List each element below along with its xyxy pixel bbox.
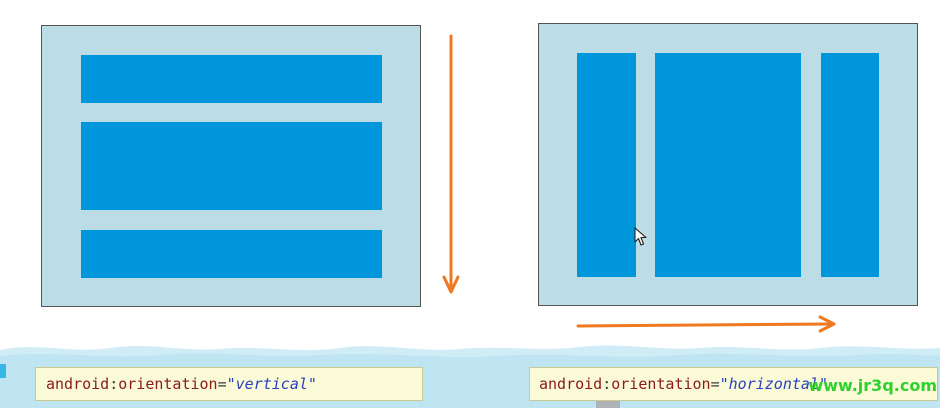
- code-namespace: android: [539, 375, 603, 393]
- horizontal-child-1: [577, 53, 636, 277]
- code-separator: :: [109, 375, 119, 393]
- vertical-child-1: [81, 55, 382, 103]
- horizontal-orientation-code: android:orientation="horizontal": [529, 367, 938, 401]
- code-attribute: orientation: [611, 375, 711, 393]
- code-equals: =: [710, 375, 720, 393]
- horizontal-child-3: [821, 53, 879, 277]
- code-attribute: orientation: [118, 375, 218, 393]
- mouse-cursor-icon: [634, 227, 647, 246]
- code-equals: =: [217, 375, 227, 393]
- vertical-child-3: [81, 230, 382, 278]
- vertical-orientation-code: android:orientation="vertical": [35, 367, 423, 401]
- down-arrow-icon: [442, 34, 460, 294]
- code-value: "horizontal": [719, 375, 828, 393]
- code-separator: :: [602, 375, 612, 393]
- code-value: "vertical": [226, 375, 317, 393]
- vertical-child-2: [81, 122, 382, 210]
- horizontal-child-2: [655, 53, 801, 277]
- watermark-text: www.jr3q.com: [808, 376, 937, 395]
- code-namespace: android: [46, 375, 110, 393]
- right-arrow-icon: [576, 315, 836, 333]
- horizontal-layout-panel: [538, 23, 918, 306]
- vertical-layout-panel: [41, 25, 421, 307]
